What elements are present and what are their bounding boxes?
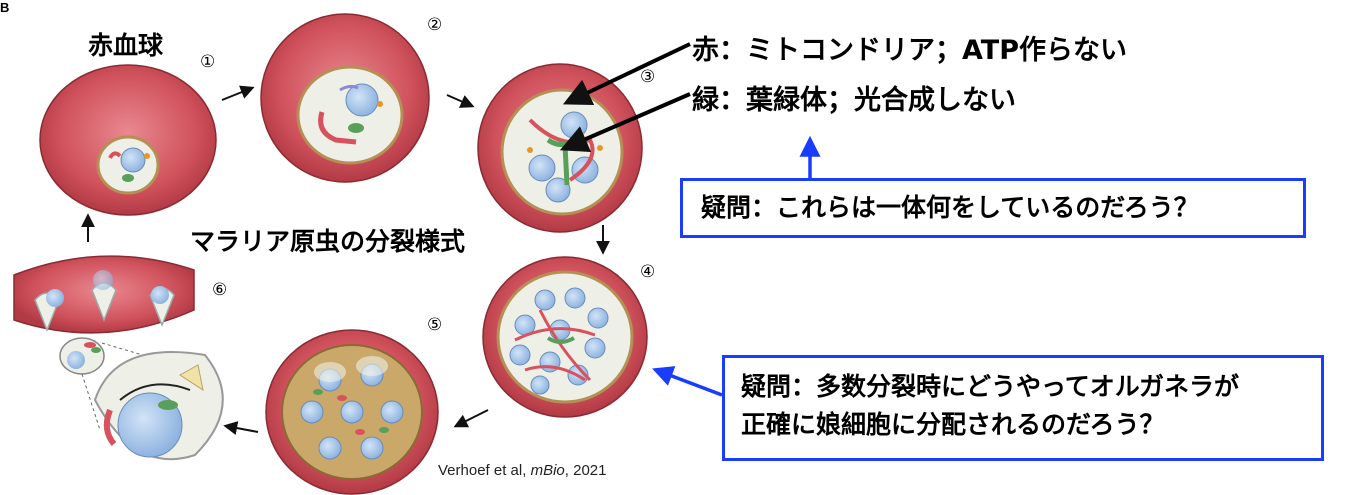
question-2-line-1: 疑問：多数分裂時にどうやってオルガネラが bbox=[741, 372, 1240, 401]
stage-2-cell bbox=[260, 13, 430, 183]
stage-number-6: ⑥ bbox=[212, 280, 228, 300]
stage-1-cell bbox=[39, 64, 217, 216]
merozoite bbox=[59, 337, 224, 461]
cycle-arrows bbox=[81, 85, 610, 435]
panel-mark: B bbox=[0, 0, 10, 15]
citation-author: Verhoef et al, bbox=[438, 462, 531, 479]
legend-apicoplast: 緑：葉緑体；光合成しない bbox=[692, 85, 1016, 116]
stage-3-cell bbox=[477, 63, 643, 233]
rbc-label: 赤血球 bbox=[88, 31, 164, 60]
legend-mitochondria: 赤：ミトコンドリア；ATP作らない bbox=[692, 35, 1128, 66]
stage-number-5: ⑤ bbox=[427, 315, 443, 335]
question-2-line-2: 正確に娘細胞に分配されるのだろう？ bbox=[741, 410, 1165, 439]
stage-6-cell bbox=[13, 255, 195, 334]
citation-journal: mBio bbox=[530, 462, 565, 479]
stage-number-3: ③ bbox=[640, 67, 656, 87]
question-box-1: 疑問：これらは一体何をしているのだろう？ bbox=[680, 178, 1306, 238]
division-title: マラリア原虫の分裂様式 bbox=[190, 227, 466, 256]
question-box-2: 疑問：多数分裂時にどうやってオルガネラが 正確に娘細胞に分配されるのだろう？ bbox=[722, 355, 1324, 461]
pointer-arrows bbox=[559, 42, 691, 152]
citation: Verhoef et al, mBio, 2021 bbox=[438, 462, 606, 479]
stage-5-cell bbox=[265, 329, 439, 495]
question-1-text: 疑問：これらは一体何をしているのだろう？ bbox=[701, 193, 1199, 222]
blue-arrows bbox=[652, 135, 821, 397]
stage-number-2: ② bbox=[427, 15, 443, 35]
stage-4-cell bbox=[482, 256, 648, 418]
stage-number-1: ① bbox=[200, 52, 216, 72]
stage-number-4: ④ bbox=[640, 262, 656, 282]
citation-year: , 2021 bbox=[564, 462, 607, 479]
